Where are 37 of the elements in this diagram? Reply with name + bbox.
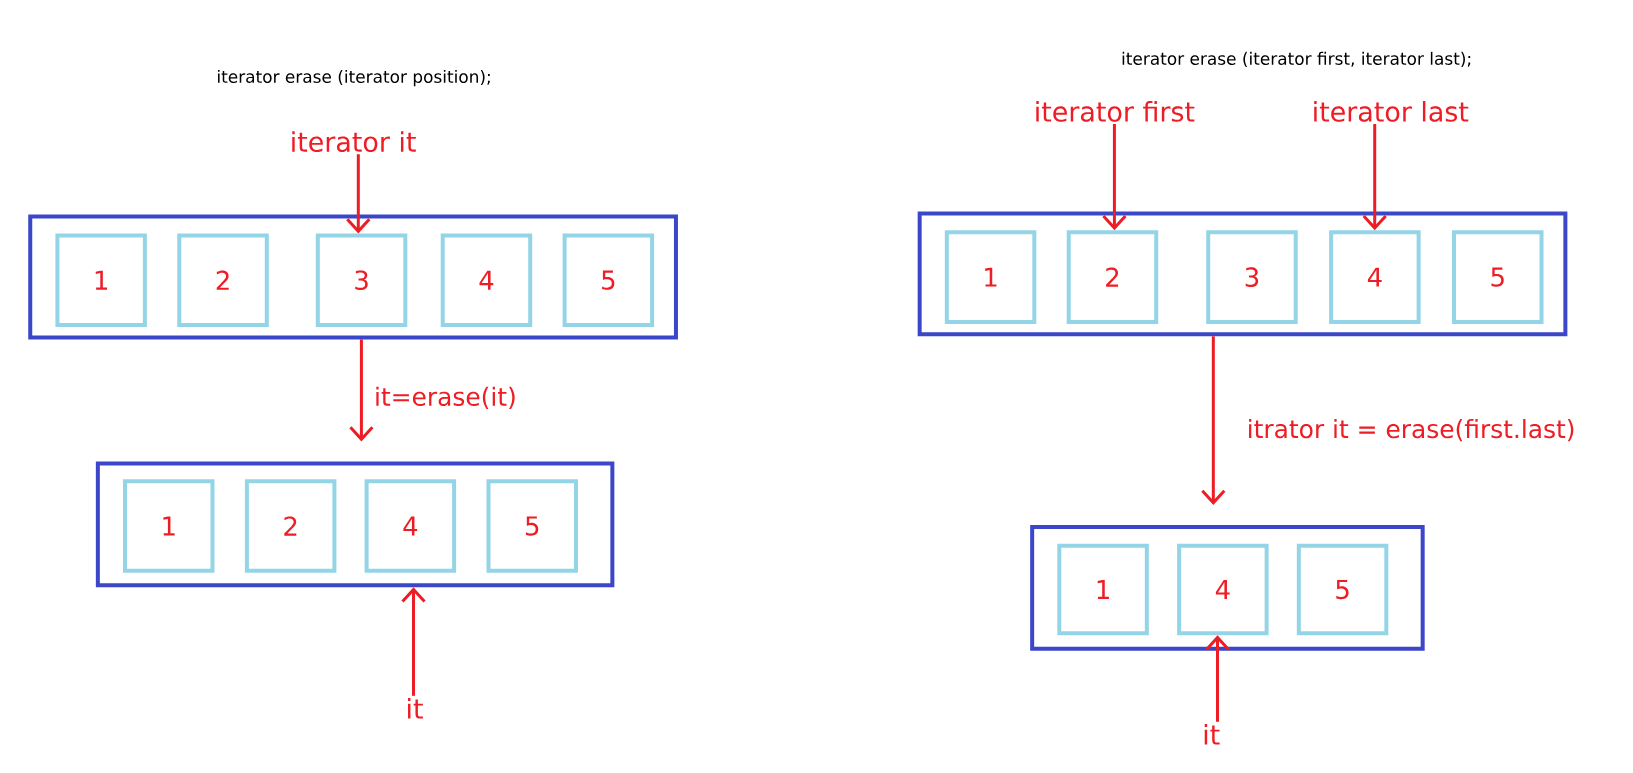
arrow <box>1102 124 1127 231</box>
element-box: 5 <box>486 479 578 573</box>
arrow <box>1205 635 1230 722</box>
iterator-label: it <box>1204 724 1220 745</box>
arrow <box>346 154 371 234</box>
element-box: 2 <box>177 233 269 327</box>
element-box: 5 <box>562 233 655 327</box>
iterator-label: iterator first <box>1036 101 1195 122</box>
iterator-label: iterator it <box>292 131 416 152</box>
array-box <box>95 461 615 588</box>
array-box <box>1030 524 1425 651</box>
element-box: 2 <box>244 479 337 573</box>
arrow <box>1362 124 1387 231</box>
array-box <box>917 211 1568 337</box>
function-signature: iterator erase (iterator position); <box>218 69 490 87</box>
element-box: 3 <box>1206 230 1298 324</box>
element-box: 2 <box>1066 230 1159 324</box>
element-box: 5 <box>1452 230 1544 324</box>
edge-label: itrator it = erase(first.last) <box>1249 419 1574 442</box>
arrow <box>1201 336 1226 505</box>
element-box: 4 <box>440 233 533 327</box>
iterator-label: iterator last <box>1314 101 1469 122</box>
element-box: 4 <box>1329 230 1421 324</box>
function-signature: iterator erase (iterator first, iterator last); <box>1122 51 1471 67</box>
element-box: 5 <box>1296 543 1389 636</box>
element-box: 1 <box>123 479 215 573</box>
arrow <box>349 339 374 442</box>
element-box: 1 <box>944 230 1037 324</box>
element-box: 1 <box>55 233 147 327</box>
element-box: 1 <box>1057 543 1149 636</box>
array-box <box>28 214 678 340</box>
element-box: 3 <box>315 233 408 327</box>
edge-label: it=erase(it) <box>376 386 515 409</box>
iterator-label: it <box>408 698 423 719</box>
element-box: 4 <box>364 479 457 573</box>
element-box: 4 <box>1177 543 1269 636</box>
arrow <box>401 587 426 696</box>
